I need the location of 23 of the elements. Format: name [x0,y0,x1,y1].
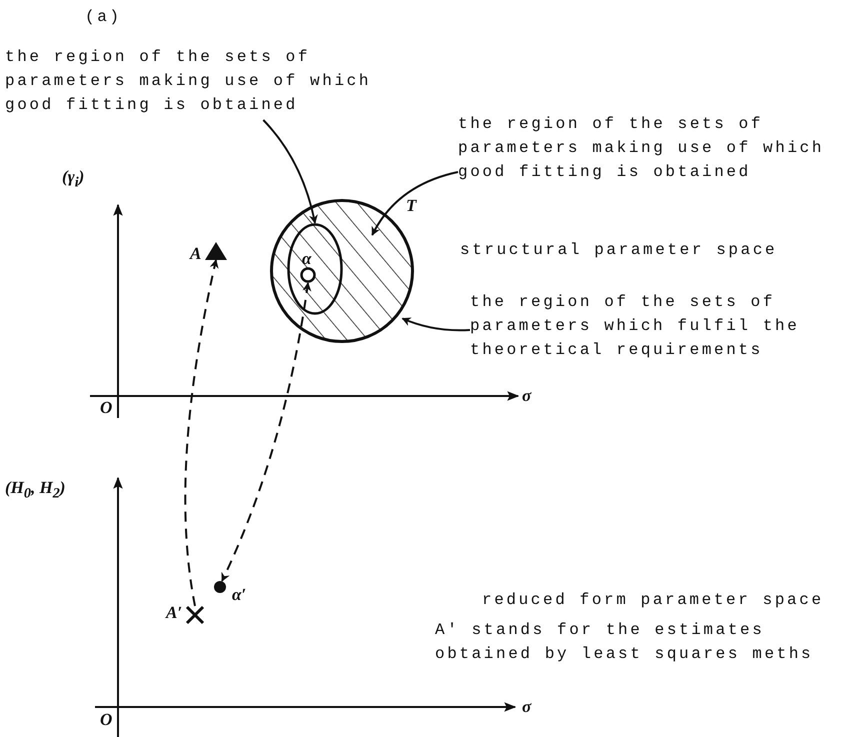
space-label: structural parameter space [460,240,778,261]
dashed-arrow [221,282,312,582]
origin-label: O [100,398,112,418]
axis-label: (H$_{0}$, H$_{2}$) [5,478,66,502]
leader-line [402,317,470,332]
axis-label: σ [522,386,532,406]
point-label: T [406,196,416,216]
point-label: A [190,244,202,264]
axis-label: σ [522,697,532,717]
space-label: reduced form parameter space [482,590,824,611]
annotation-text: the region of the sets of parameters which fulfil the theoretical requirements [470,292,800,361]
point-label: α′ [232,585,246,605]
leader-line [262,119,318,224]
note-text: A' stands for the estimates obtained by least squares meths [435,620,814,665]
dashed-arrow [184,259,219,606]
point-label: α [302,249,312,269]
figure-label: (a) [85,7,122,28]
axis-label: (γ$_{i}$) [62,167,84,192]
annotation-text: the region of the sets of parameters making use of which good fitting is obtained [5,47,372,116]
leader-line [371,171,458,236]
origin-label: O [100,710,112,730]
point-label: A′ [166,603,182,623]
annotation-text: the region of the sets of parameters making use of which good fitting is obtained [458,114,826,183]
